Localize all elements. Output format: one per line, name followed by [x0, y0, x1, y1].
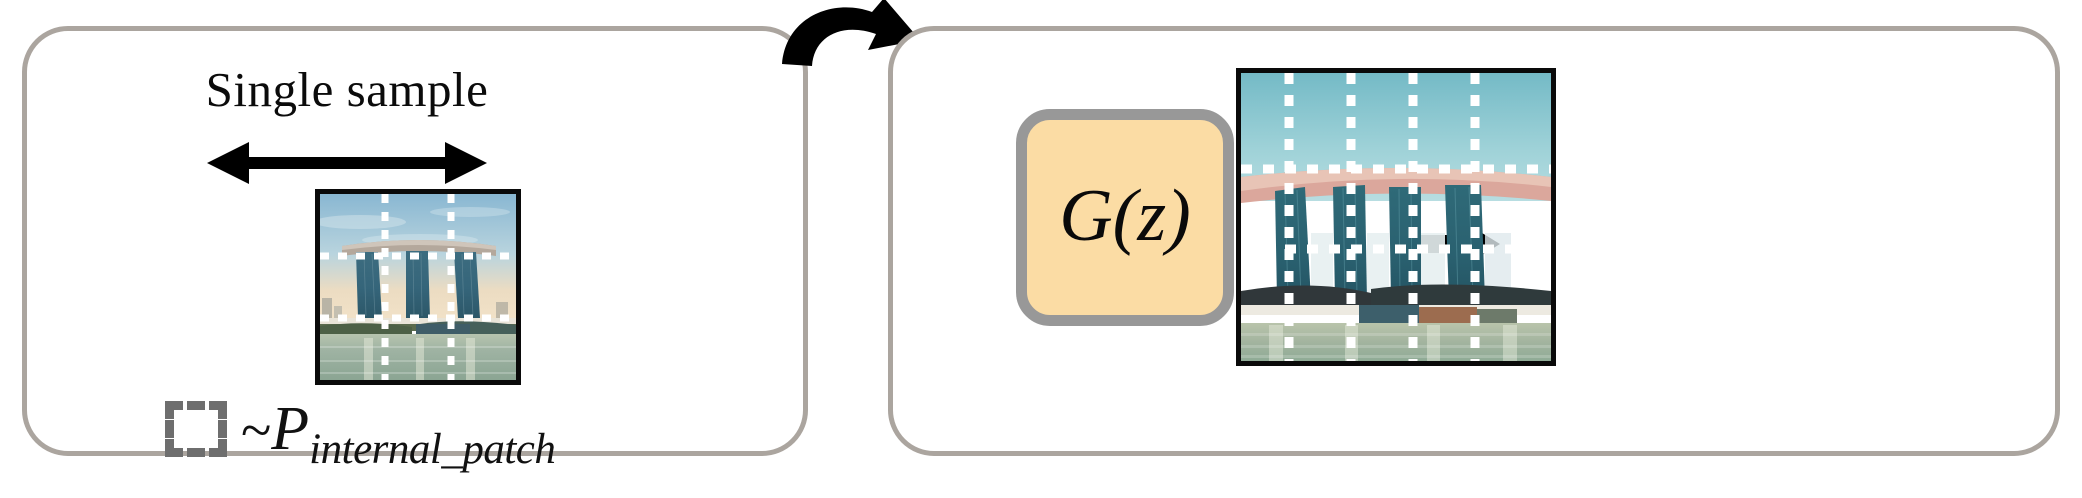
double-headed-arrow-icon	[207, 142, 487, 184]
generated-image	[1236, 68, 1556, 366]
source-image	[315, 189, 521, 385]
curved-arrow-icon	[782, 0, 920, 66]
single-sample-caption: Single sample	[205, 62, 489, 117]
legend: ~Pinternal_patch	[165, 391, 556, 471]
generated-photo	[1241, 73, 1551, 361]
patch-swatch-icon	[165, 401, 227, 457]
generator-label: G(z)	[1059, 174, 1191, 257]
generator-box: G(z)	[1016, 109, 1234, 326]
probability-subscript: internal_patch	[309, 426, 556, 473]
probability-symbol: P	[271, 395, 310, 463]
internal-patch-formula: ~Pinternal_patch	[241, 395, 556, 471]
source-photo	[320, 194, 516, 380]
tilde-symbol: ~	[241, 400, 272, 462]
training-panel: Single sample	[22, 26, 808, 471]
